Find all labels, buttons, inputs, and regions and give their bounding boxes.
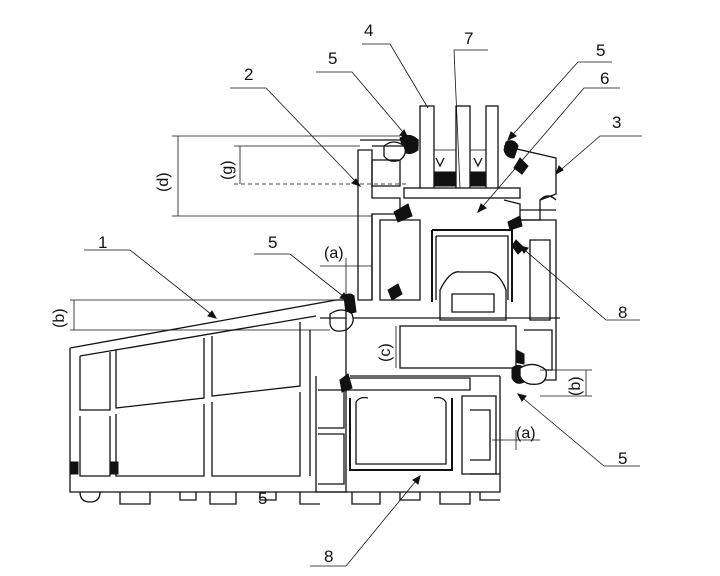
callout-5-bottom-left: 5 (258, 489, 267, 508)
dim-a-top: (a) (324, 245, 344, 262)
dim-g: (g) (219, 160, 236, 180)
leader-lines (84, 43, 642, 567)
coupling-bar (350, 317, 560, 377)
callout-5-top-right: 5 (596, 41, 605, 60)
callout-3: 3 (612, 113, 621, 132)
dim-b-left: (b) (51, 308, 68, 328)
dim-d: (d) (155, 172, 172, 192)
frame-sill (69, 299, 347, 505)
dimension-lines (70, 135, 592, 450)
callout-7: 7 (464, 29, 473, 48)
callout-6: 6 (600, 69, 609, 88)
callout-5-bottom-right: 5 (618, 449, 627, 468)
callout-labels: 1 2 3 4 5 5 5 5 5 6 7 8 8 (98, 21, 627, 566)
callout-4: 4 (364, 21, 373, 40)
dimension-labels: (a) (a) (b) (b) (c) (d) (g) (51, 160, 584, 442)
dim-b-right: (b) (567, 376, 584, 396)
callout-8-right: 8 (618, 303, 627, 322)
callout-8-bottom: 8 (324, 547, 333, 566)
callout-1: 1 (98, 233, 107, 252)
callout-2: 2 (244, 65, 253, 84)
callout-5-top-left: 5 (328, 49, 337, 68)
dim-c: (c) (377, 343, 394, 362)
glazing-unit (403, 105, 521, 199)
callout-5-mid-left: 5 (268, 233, 277, 252)
dim-a-bottom: (a) (516, 425, 536, 442)
lower-sash-profile (315, 363, 547, 505)
